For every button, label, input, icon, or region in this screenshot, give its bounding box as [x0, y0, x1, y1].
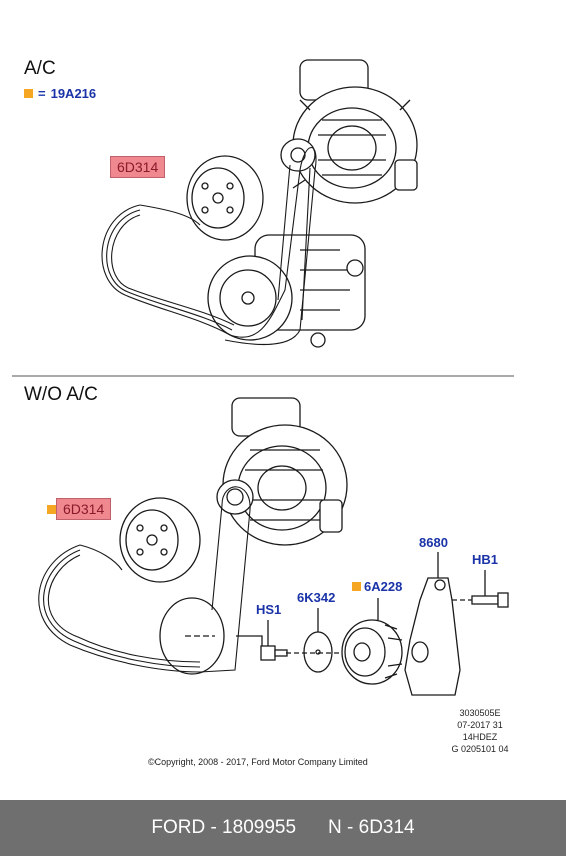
ac-compressor — [207, 234, 366, 348]
belt-label-ac[interactable]: 6D314 — [110, 156, 166, 178]
section-title-wo-ac: W/O A/C — [24, 384, 98, 405]
legend-code: 19A216 — [50, 86, 97, 101]
callout-hs1[interactable]: HS1 — [256, 602, 282, 617]
washer-6k342 — [286, 608, 344, 673]
belt-bottom — [38, 486, 251, 673]
legend-row: = 19A216 — [24, 86, 96, 101]
section-title-ac: A/C — [24, 58, 56, 79]
belt-marker-icon — [47, 505, 56, 514]
legend-marker-icon — [24, 89, 33, 98]
alternator-bottom — [222, 397, 348, 546]
reference-block: 3030505E 07-2017 31 14HDEZ G 0205101 04 — [448, 707, 512, 755]
copyright-text: ©Copyright, 2008 - 2017, Ford Motor Comp… — [148, 757, 368, 767]
legend-equals: = — [38, 86, 46, 101]
reference-line-4: G 0205101 04 — [451, 744, 509, 754]
reference-line-1: 3030505E — [459, 708, 501, 718]
footer-bar: FORD - 1809955 N - 6D314 — [0, 800, 566, 856]
callout-6a228[interactable]: 6A228 — [364, 579, 403, 594]
footer-part-number: FORD - 1809955 — [151, 817, 297, 838]
hs1-bolt — [236, 620, 288, 661]
reference-line-2: 07-2017 31 — [457, 720, 503, 730]
callout-6k342[interactable]: 6K342 — [297, 590, 336, 605]
reference-line-3: 14HDEZ — [462, 732, 498, 742]
callout-8680[interactable]: 8680 — [419, 535, 448, 550]
hb1-bolt — [452, 570, 509, 608]
tensioner-bracket-8680 — [404, 552, 461, 696]
alternator-top — [292, 59, 418, 204]
belt-diagram — [12, 59, 514, 696]
tensioner-pulley-6a228 — [341, 598, 403, 685]
callout-6a228-marker-icon — [352, 582, 361, 591]
water-pump-pulley-bottom — [119, 497, 201, 583]
belt-top — [101, 147, 317, 345]
water-pump-pulley-top — [186, 155, 264, 241]
belt-label-wo-ac[interactable]: 6D314 — [56, 498, 112, 520]
footer-reference-number: N - 6D314 — [328, 817, 415, 838]
callout-hb1[interactable]: HB1 — [472, 552, 499, 567]
